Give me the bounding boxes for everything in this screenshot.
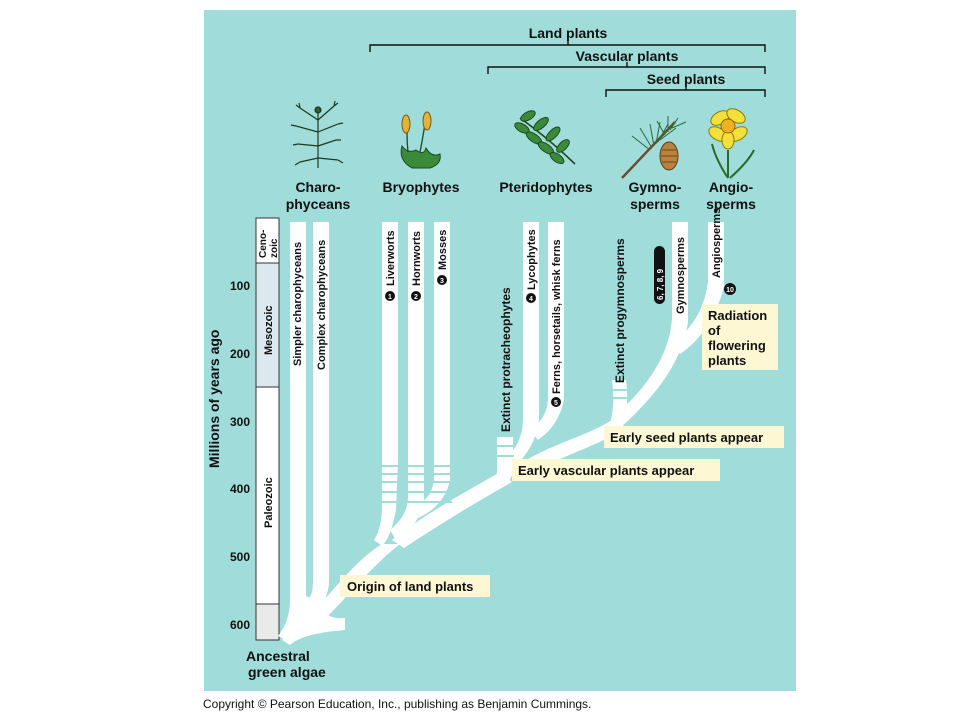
svg-text:2: 2	[414, 294, 418, 301]
heading-charophyceans-1: Charo-	[295, 179, 340, 195]
svg-text:6, 7, 8, 9: 6, 7, 8, 9	[656, 268, 665, 300]
svg-text:1: 1	[388, 294, 392, 301]
era-label-ceno-1: Ceno-	[258, 230, 269, 258]
marker-4	[526, 293, 536, 303]
seed-plants-label: Seed plants	[647, 71, 726, 87]
vascular-plants-label: Vascular plants	[576, 48, 679, 64]
branch-gymnosperms	[612, 222, 688, 428]
svg-text:3: 3	[440, 278, 444, 285]
marker-5	[551, 397, 561, 407]
lineage-markers: 1 2 3 4 5 6, 7, 8, 9 10	[385, 246, 736, 407]
lineage-labels: Simpler charophyceans Complex charophyce…	[292, 208, 723, 432]
branch-protracheophytes	[496, 437, 513, 488]
charophycean-icon	[290, 100, 344, 168]
era-label-ceno-2: zoic	[269, 238, 280, 258]
time-axis-label: Millions of years ago	[206, 330, 222, 468]
label-hornworts: Hornworts	[411, 231, 423, 286]
branch-hornworts	[390, 222, 424, 540]
branch-simpler-charophyceans	[278, 222, 306, 640]
tree-branches	[278, 222, 724, 645]
callout-early-vascular: Early vascular plants appear	[518, 463, 694, 478]
heading-angiosperms-2: sperms	[706, 196, 756, 212]
era-label-paleozoic: Paleozoic	[263, 477, 275, 528]
origin-uncertainty-stripes	[380, 389, 628, 503]
svg-text:4: 4	[529, 296, 533, 303]
label-angiosperms: Angiosperms	[711, 208, 723, 278]
label-complex-charophyceans: Complex charophyceans	[316, 240, 328, 370]
callout-radiation-2: of	[708, 323, 721, 338]
label-gymnosperms: Gymnosperms	[675, 237, 687, 314]
heading-pteridophytes: Pteridophytes	[499, 179, 593, 195]
marker-2	[411, 291, 421, 301]
callout-radiation-3: flowering	[708, 338, 766, 353]
marker-6-7-8-9	[654, 246, 665, 304]
heading-bryophytes: Bryophytes	[382, 179, 459, 195]
marker-10	[724, 283, 736, 295]
tick-200: 200	[230, 347, 250, 361]
era-precambrian-band	[255, 603, 280, 641]
callout-radiation-1: Radiation	[708, 308, 767, 323]
label-progymnosperms: Extinct progymnosperms	[613, 238, 627, 383]
callout-origin: Origin of land plants	[347, 579, 473, 594]
callout-radiation-4: plants	[708, 353, 746, 368]
event-callouts: Origin of land plants Early vascular pla…	[340, 304, 784, 597]
marker-3	[437, 275, 447, 285]
label-liverworts: Liverworts	[385, 230, 397, 286]
heading-gymnosperms-2: sperms	[630, 196, 680, 212]
moss-icon	[400, 111, 441, 169]
branch-ferns	[530, 222, 564, 440]
time-ticks: 100 200 300 400 500 600	[230, 279, 250, 632]
callout-early-seed: Early seed plants appear	[610, 430, 763, 445]
fern-frond-icon	[514, 110, 576, 165]
callout-early-seed-bg	[604, 426, 784, 448]
label-mosses: Mosses	[437, 230, 449, 270]
group-brackets	[369, 40, 766, 97]
callout-early-vascular-bg	[512, 459, 720, 481]
branch-vascular-trunk	[392, 472, 512, 548]
label-lycophytes: Lycophytes	[526, 229, 538, 290]
branch-complex-charophyceans	[304, 222, 329, 612]
branch-mosses	[412, 222, 450, 518]
copyright-notice: Copyright © Pearson Education, Inc., pub…	[203, 697, 592, 711]
land-plants-label: Land plants	[529, 25, 608, 41]
root-label-2: green algae	[248, 664, 326, 680]
tick-400: 400	[230, 482, 250, 496]
era-label-mesozoic: Mesozoic	[263, 305, 275, 355]
svg-text:10: 10	[726, 287, 734, 294]
tick-100: 100	[230, 279, 250, 293]
tick-600: 600	[230, 618, 250, 632]
callout-radiation-bg	[702, 304, 778, 370]
root-label-1: Ancestral	[246, 648, 310, 664]
pine-cone-icon	[621, 116, 687, 179]
tick-300: 300	[230, 415, 250, 429]
daffodil-icon	[708, 108, 755, 179]
heading-charophyceans-2: phyceans	[286, 196, 351, 212]
branch-lycophytes	[504, 222, 539, 470]
era-column: Ceno- zoic Mesozoic Paleozoic	[255, 217, 280, 641]
callout-origin-bg	[340, 575, 490, 597]
branch-angiosperms	[672, 222, 724, 354]
label-ferns: Ferns, horsetails, whisk ferns	[551, 239, 563, 394]
tick-500: 500	[230, 550, 250, 564]
marker-1	[385, 291, 395, 301]
label-simpler-charophyceans: Simpler charophyceans	[292, 242, 304, 366]
heading-angiosperms-1: Angio-	[709, 179, 754, 195]
label-protracheophytes: Extinct protracheophytes	[499, 287, 513, 432]
heading-gymnosperms-1: Gymno-	[629, 179, 682, 195]
svg-text:5: 5	[554, 400, 558, 407]
